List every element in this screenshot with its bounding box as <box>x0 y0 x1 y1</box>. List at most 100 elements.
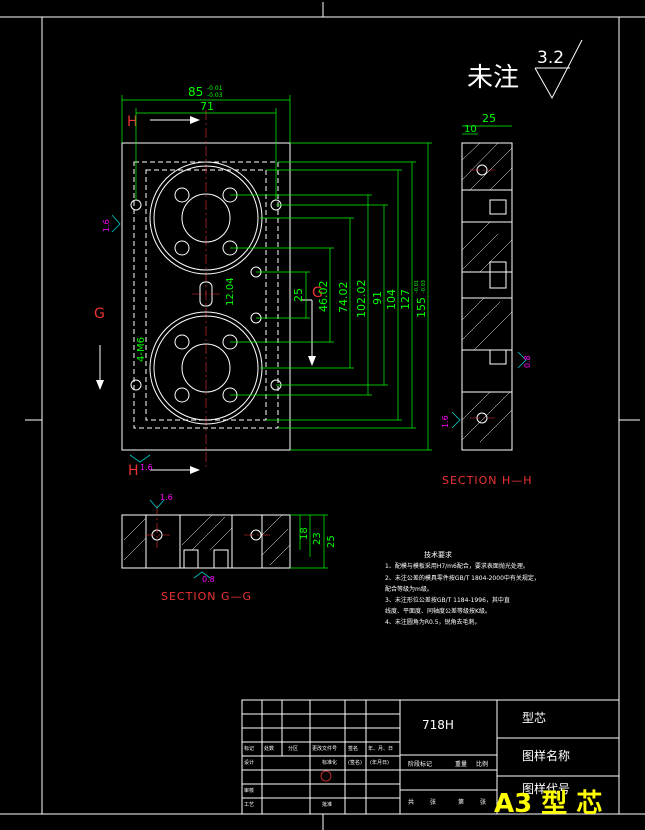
section-gg-roughness-bottom: 0.8 <box>202 575 215 584</box>
dim-top-85-tol-upper: -0.01 <box>207 85 223 92</box>
section-mark-g-right: G <box>312 285 323 301</box>
lower-bolt-hole-3 <box>174 387 190 403</box>
lower-bore-inner <box>181 343 231 393</box>
dim-right-74-02: 74.02 <box>337 282 350 314</box>
tb-row-design: 设计 <box>244 759 254 766</box>
tb-std-label: 标准化 <box>322 759 337 766</box>
main-right-dimensions <box>230 142 432 451</box>
tech-note-6: 4、未注圆角为R0.5，锐角去毛刺。 <box>385 618 481 626</box>
tech-note-1: 1、配模与模板采用H7/m6配合，要求表面抛光处理。 <box>385 562 529 570</box>
tech-note-5: 线度、平面度、同轴度公差等级按K级。 <box>385 607 491 615</box>
dim-right-127: 127 <box>399 289 412 310</box>
section-gg-view <box>121 505 328 569</box>
tb-row-process: 工艺 <box>244 802 254 808</box>
lower-bore-ring <box>153 315 259 421</box>
tech-note-4: 3、未注形位公差按GB/T 1184-1996，其中直 <box>385 596 510 604</box>
section-gg-dim-23: 23 <box>312 532 323 545</box>
roughness-bottom-value: 1.6 <box>140 463 153 472</box>
title-block-drawing-code-label: 图样代号 <box>522 781 570 796</box>
roughness-mark-bottom <box>129 454 151 463</box>
title-block-watermark: A3 型 芯 <box>494 789 602 819</box>
dim-right-155-tol-upper: -0.01 <box>414 280 420 293</box>
tb-header-zone: 分区 <box>288 745 298 752</box>
tb-approve-label: 批准 <box>322 801 332 808</box>
tb-sheet-unit-2: 张 <box>480 798 486 806</box>
upper-bolt-hole-1 <box>174 187 190 203</box>
section-mark-h-top: H <box>127 114 138 130</box>
section-gg-roughness-top-mark <box>149 499 165 509</box>
upper-bore-inner <box>181 193 231 243</box>
section-gg-slot-1 <box>183 549 199 569</box>
section-hh-roughness-right: 0.8 <box>523 355 532 368</box>
section-hh-view <box>461 125 513 451</box>
section-gg-hatching <box>123 514 291 566</box>
dim-center-12-04: 12.04 <box>225 277 236 306</box>
section-hh-slot-1 <box>489 199 507 215</box>
tb-header-mark: 标记 <box>244 745 254 752</box>
g-mark-arrow <box>308 356 316 366</box>
corner-hole-1 <box>130 199 142 211</box>
main-view <box>96 110 316 474</box>
surface-note-label: 未注 <box>467 63 519 93</box>
title-block <box>241 699 620 815</box>
tech-note-3: 配合等级为m级。 <box>385 585 433 593</box>
corner-hole-3 <box>130 379 142 391</box>
tech-note-2: 2、未注公差的模具零件按GB/T 1804-2000中有关规定， <box>385 574 540 582</box>
title-block-drawing-name-label: 图样名称 <box>522 748 570 763</box>
section-gg-roughness-bottom-mark <box>193 571 211 579</box>
tb-projection-symbol <box>320 770 332 782</box>
surface-note-roughness: 3.2 <box>537 48 564 68</box>
section-mark-g: G <box>94 306 105 322</box>
dim-right-155: 155 <box>415 297 428 318</box>
title-block-material: 718H <box>422 718 454 732</box>
tb-stage-mark: 阶段标记 <box>408 760 432 768</box>
section-hh-title: SECTION H—H <box>442 474 533 487</box>
tb-header-date: 年、月、日 <box>368 745 393 752</box>
section-hh-slot-2 <box>489 261 507 289</box>
section-hh-slot-3 <box>489 349 507 365</box>
section-hh-roughness-left: 1.6 <box>441 415 450 428</box>
tb-date-label: (年月日) <box>370 759 389 766</box>
tech-notes-title: 技术要求 <box>424 550 452 559</box>
dim-top-85: 85 <box>188 85 203 99</box>
tb-sheet-total: 共 <box>408 798 414 806</box>
section-gg-title: SECTION G—G <box>161 590 252 603</box>
section-gg-roughness-top: 1.6 <box>160 493 173 502</box>
dim-top-71: 71 <box>200 100 214 113</box>
main-top-dimensions <box>121 95 291 200</box>
tb-weight: 重量 <box>455 760 467 768</box>
tb-header-change-doc: 更改文件号 <box>312 745 337 752</box>
dim-right-46-02: 46.02 <box>317 281 330 313</box>
tb-scale: 比例 <box>476 760 488 768</box>
dim-right-102-02: 102.02 <box>355 280 368 319</box>
section-hh-hatching <box>461 142 513 443</box>
tb-sheet-index: 第 <box>458 798 464 806</box>
title-block-part-name: 型芯 <box>522 711 546 725</box>
drawing-border <box>41 16 620 815</box>
dim-right-25: 25 <box>292 288 305 302</box>
roughness-symbol-large: 3.2 <box>534 39 583 100</box>
section-h-arrow <box>190 116 200 124</box>
upper-bore-ring <box>153 165 259 271</box>
dim-right-104: 104 <box>385 289 398 310</box>
dim-top-85-tol-lower: -0.03 <box>207 92 223 99</box>
section-gg-dim-18: 18 <box>299 527 310 540</box>
section-g-arrow <box>96 380 104 390</box>
section-hh-roughness-left-mark <box>451 411 461 429</box>
lower-bolt-hole-1 <box>174 334 190 350</box>
tb-sheet-unit-1: 张 <box>430 798 436 806</box>
tb-sign-label: (签名) <box>348 759 362 766</box>
dim-right-155-tol-lower: -0.03 <box>421 280 427 293</box>
section-mark-h-bottom: H <box>128 463 139 479</box>
tb-header-sign: 签名 <box>348 745 358 752</box>
section-h-arrow-bottom <box>190 466 200 474</box>
dim-right-91: 91 <box>371 291 384 305</box>
section-hh-dim-25: 25 <box>482 112 496 125</box>
hole-note-4-m6: 4-M6 <box>136 337 147 362</box>
section-gg-slot-2 <box>213 549 229 569</box>
section-gg-dim-25: 25 <box>326 535 337 548</box>
section-hh-outline <box>461 142 513 451</box>
tb-row-review: 审核 <box>244 787 254 794</box>
section-gg-outline <box>121 514 291 569</box>
